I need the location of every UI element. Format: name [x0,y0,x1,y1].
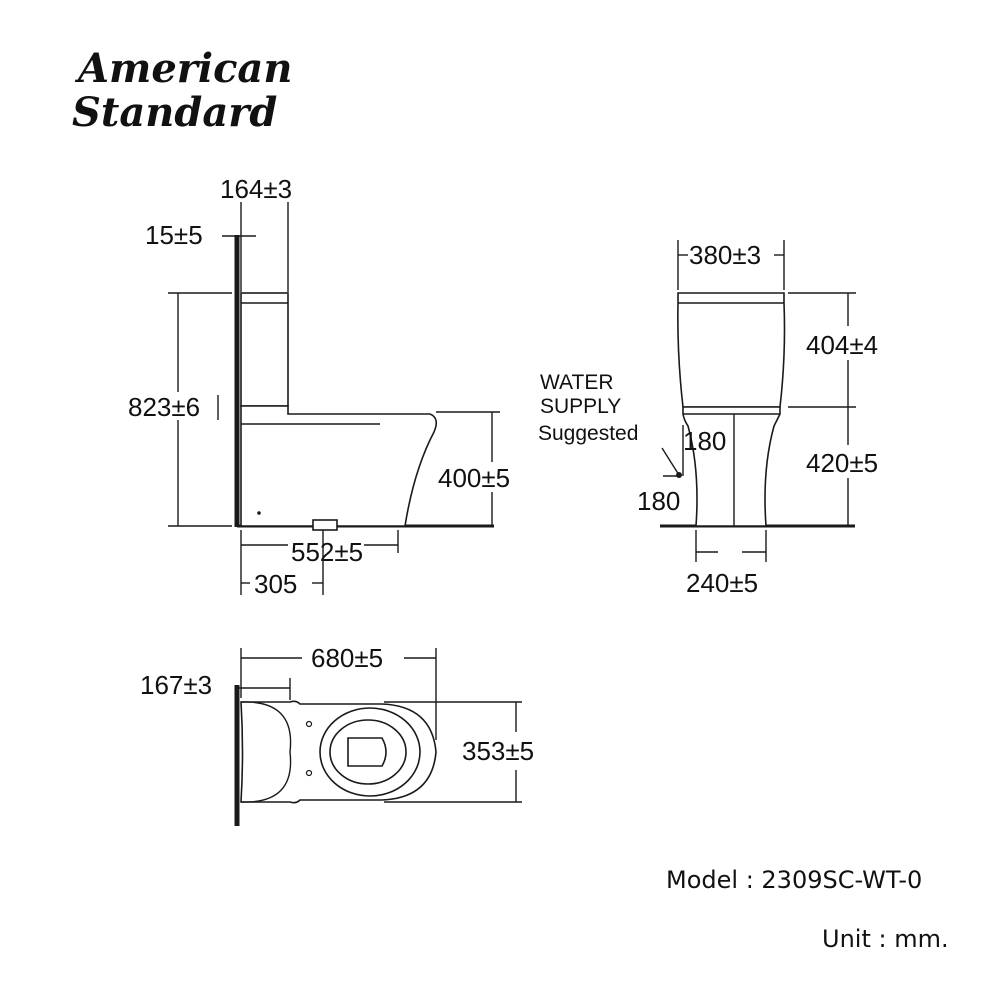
dim-wall-gap: 15±5 [145,220,203,250]
dim-length: 552±5 [291,537,363,567]
dim-tank-depth: 164±3 [220,174,292,204]
dim-base-width: 240±5 [686,568,758,598]
bowl-outline [240,405,438,527]
tank-outline [240,292,289,407]
dim-top-width: 353±5 [462,736,534,766]
top-tank-edge [240,701,292,803]
dim-seat-height: 400±5 [438,463,510,493]
front-view: 380±3 404±4 420±5 240±5 WATER SUPPLY Sug… [538,240,878,598]
brand-line-1: American [74,45,292,92]
dim-tank-height: 404±4 [806,330,878,360]
footer: Model : 2309SC-WT-0 Unit : mm. [666,866,949,953]
flush-outlet [347,737,387,767]
water-supply-label-1: WATER [540,371,614,394]
front-tank-outline [677,292,786,408]
water-supply-leader [661,447,680,476]
dim-front-width: 380±3 [689,240,761,270]
dim-total-height: 823±6 [128,392,200,422]
side-view: 164±3 15±5 823±6 400±5 552±5 305 [128,174,510,599]
top-view: 680±5 167±3 353±5 [140,643,534,826]
water-supply-point [676,472,682,478]
dim-top-tank-depth: 167±3 [140,670,212,700]
model-label: Model : 2309SC-WT-0 [666,866,922,894]
dim-rough-in: 305 [254,569,297,599]
dim-supply-y: 180 [637,486,680,516]
unit-label: Unit : mm. [822,925,949,953]
bolt-dot [257,511,261,515]
dim-overall-length: 680±5 [311,643,383,673]
outlet-stub [312,519,338,531]
brand-line-2: Standard [72,89,277,136]
brand-logo: American Standard [72,45,292,136]
water-supply-label-3: Suggested [538,422,638,445]
water-supply-label-2: SUPPLY [540,395,621,418]
front-bowl-outline [682,406,781,527]
dim-supply-x: 180 [683,426,726,456]
dim-bowl-height: 420±5 [806,448,878,478]
